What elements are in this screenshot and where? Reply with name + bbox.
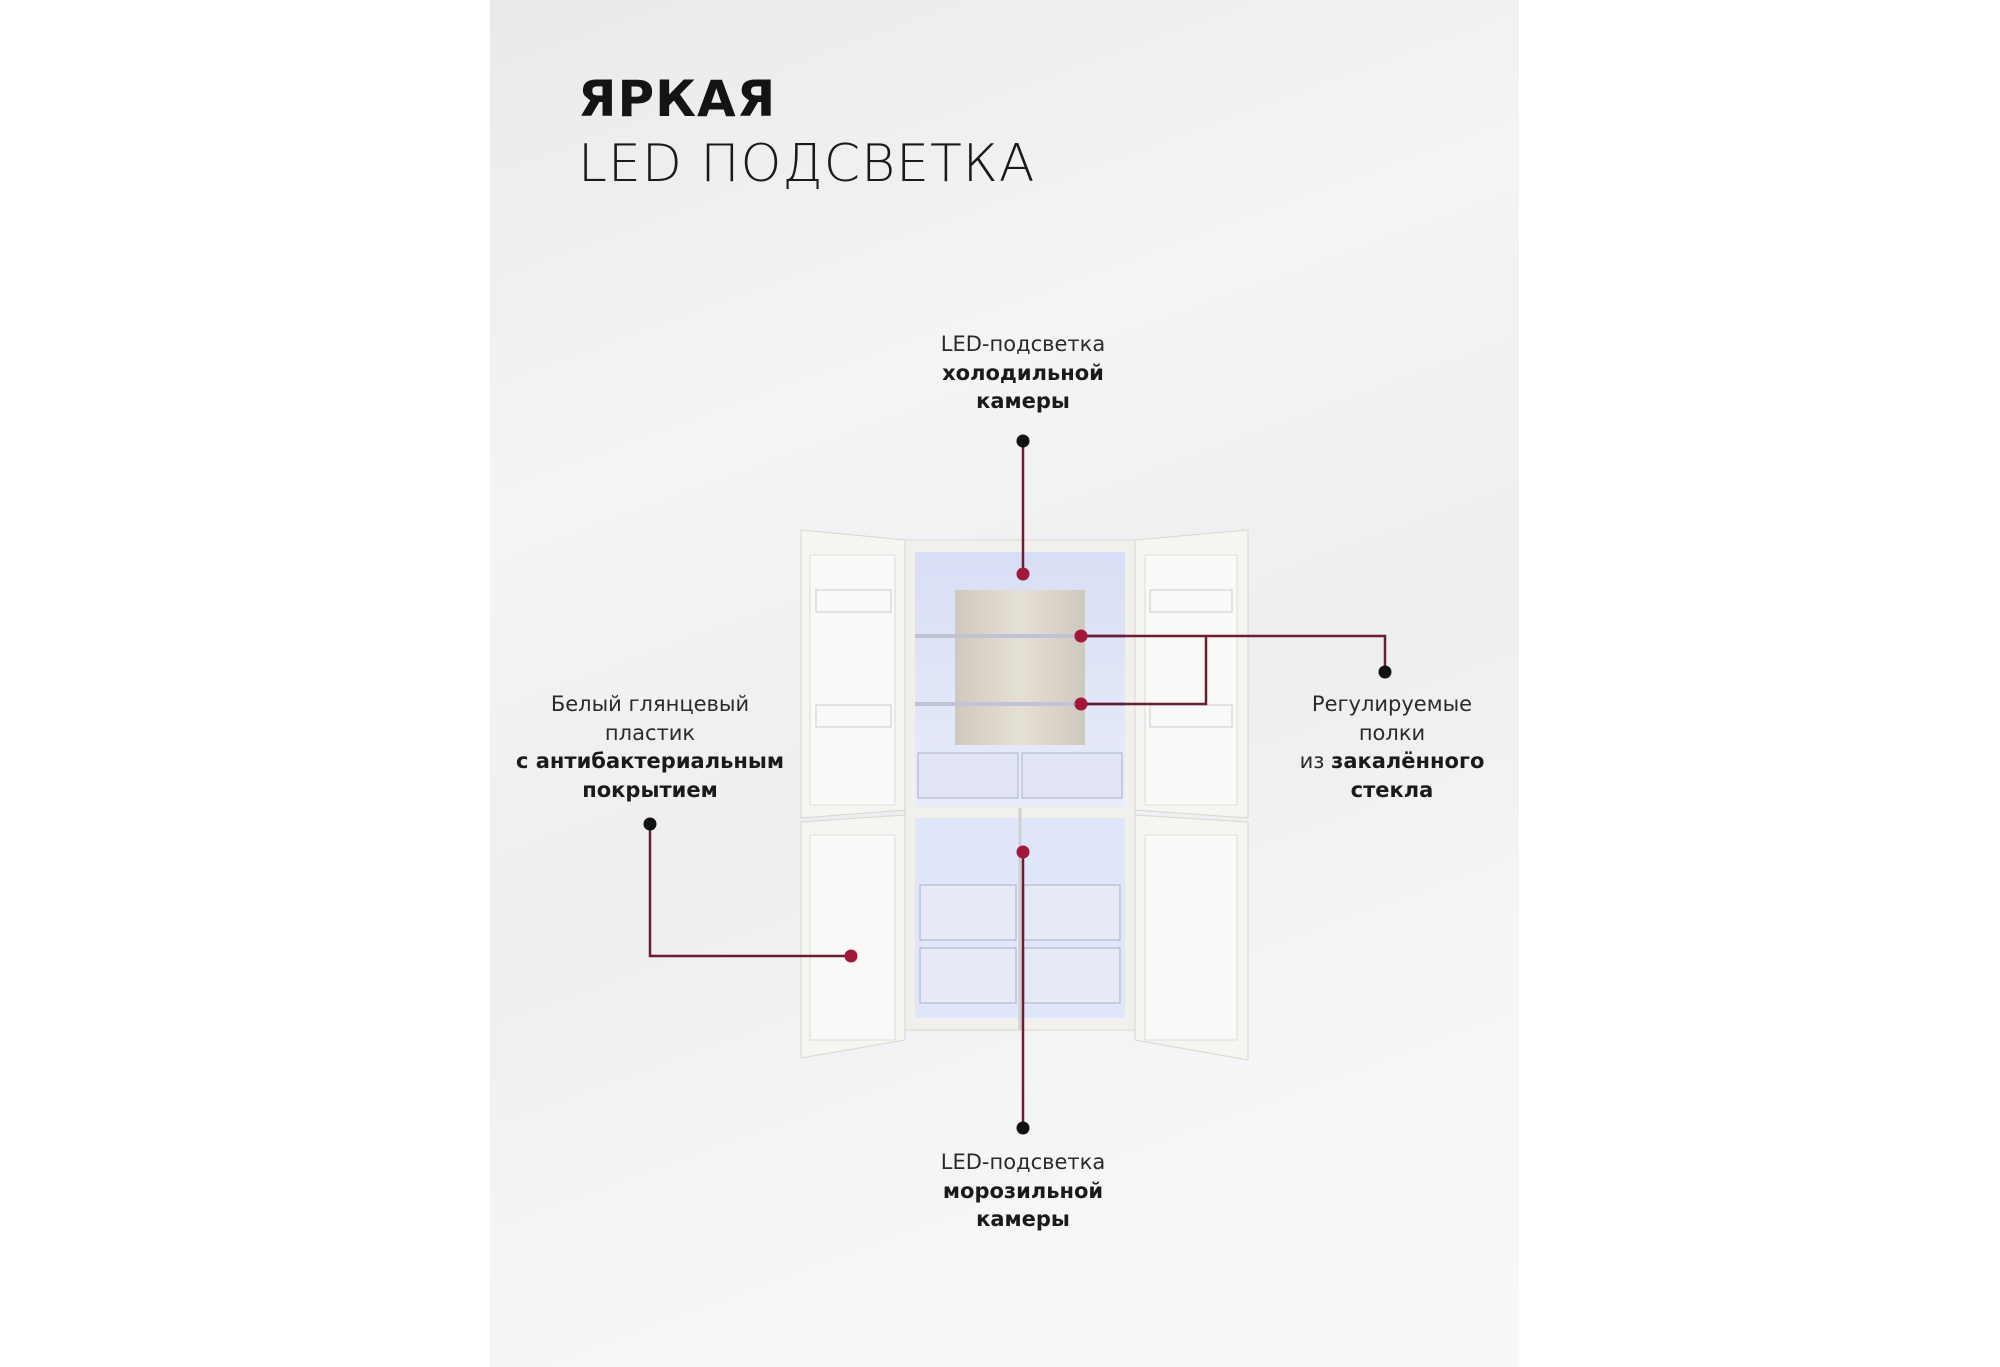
callout-shelves: Регулируемые полки из закалённого стекла [1300, 690, 1485, 804]
callout-plastic: Белый глянцевый пластик с антибактериаль… [516, 690, 784, 804]
marker-dot [1016, 1121, 1030, 1135]
marker-dot [1016, 434, 1030, 448]
callout-text: Белый глянцевый [550, 692, 750, 716]
marker-dot [643, 817, 657, 831]
fridge-illustration [643, 434, 1392, 1135]
marker-dot [1016, 845, 1030, 859]
product-banner: ЯРКАЯ LED ПОДСВЕТКА [490, 0, 1519, 1367]
marker-dot [1016, 567, 1030, 581]
callout-freezer-led: LED-подсветка морозильной камеры [941, 1148, 1105, 1234]
callout-text: LED-подсветка [940, 1150, 1106, 1174]
marker-dot [1074, 629, 1088, 643]
callout-text: пластик [604, 720, 696, 745]
callout-text-bold: камеры [976, 1207, 1070, 1231]
callout-text-bold: камеры [976, 389, 1070, 413]
callout-text: LED-подсветка [940, 332, 1106, 356]
callout-text-bold: холодильной [942, 360, 1104, 385]
callout-markers [643, 434, 1392, 1135]
callout-text-bold: закалённого [1331, 749, 1485, 773]
callout-text: Регулируемые [1311, 692, 1473, 716]
callout-text-bold: морозильной [942, 1178, 1104, 1203]
callout-text: из [1299, 749, 1332, 773]
callout-fridge-led: LED-подсветка холодильной камеры [941, 330, 1105, 416]
marker-dot [844, 949, 858, 963]
title-line-2: LED ПОДСВЕТКА [578, 134, 1036, 194]
callout-text-bold: покрытием [582, 777, 718, 802]
callout-text-bold: с антибактериальным [515, 749, 785, 773]
callout-text-bold: стекла [1350, 777, 1434, 802]
marker-dot [1074, 697, 1088, 711]
marker-dot [1378, 665, 1392, 679]
title-line-1: ЯРКАЯ [578, 70, 777, 128]
callout-text: полки [1358, 720, 1426, 745]
